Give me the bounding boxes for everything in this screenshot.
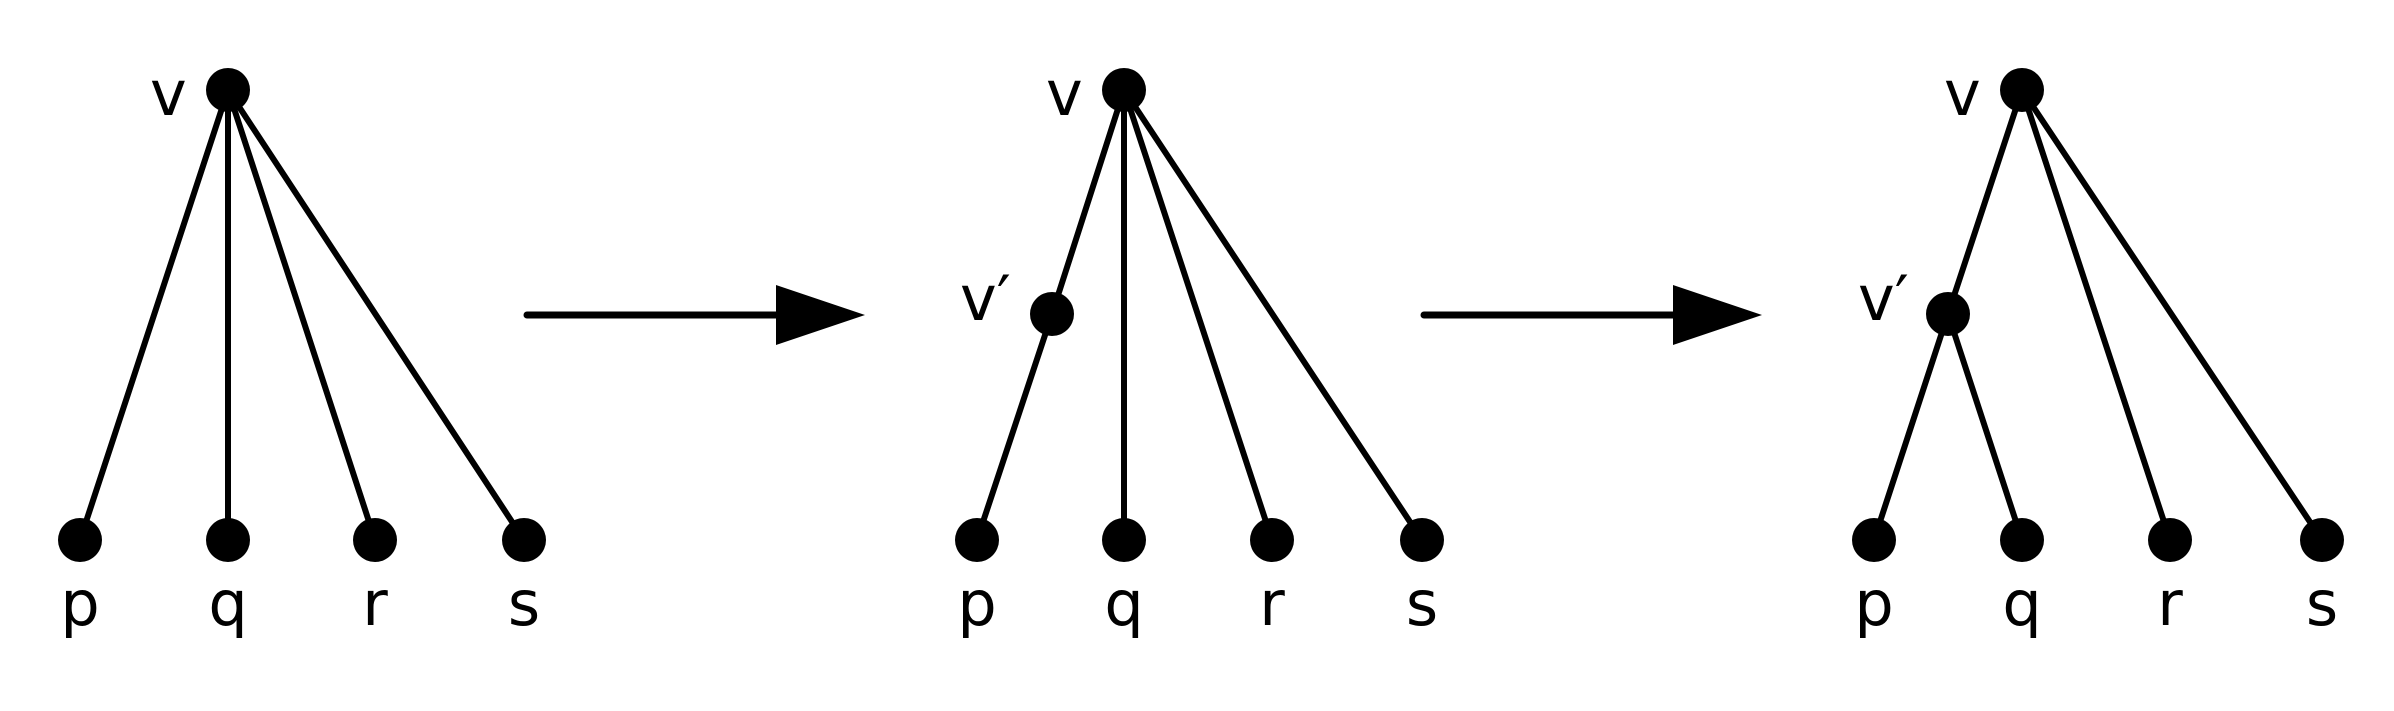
panel-1-original-tree: v p q r s <box>58 57 546 640</box>
node-v <box>2000 68 2044 112</box>
edge-v-s <box>1121 87 1425 543</box>
node-r <box>1250 518 1294 562</box>
panel-1-edges <box>77 87 527 543</box>
edge-vprime-p <box>1871 311 1951 543</box>
edge-v-r <box>2019 87 2173 543</box>
edge-vprime-p <box>974 311 1055 543</box>
node-s <box>2300 518 2344 562</box>
node-vprime <box>1030 292 1074 336</box>
label-vprime: v′ <box>1858 262 1909 335</box>
node-q <box>1102 518 1146 562</box>
panel-2-labels: v v′ p q r s <box>957 57 1438 640</box>
label-r: r <box>2157 567 2183 640</box>
edge-v-vprime <box>1945 87 2025 317</box>
panel-3-edges <box>1871 87 2325 543</box>
label-vprime: v′ <box>960 262 1011 335</box>
node-v <box>1102 68 1146 112</box>
label-v: v <box>1046 57 1083 130</box>
label-p: p <box>957 567 996 640</box>
edge-v-r <box>1121 87 1275 543</box>
edge-v-p <box>77 87 231 543</box>
panel-3-labels: v v′ p q r s <box>1854 57 2338 640</box>
node-q <box>206 518 250 562</box>
panel-2-edges <box>974 87 1425 543</box>
panel-3-final-tree: v v′ p q r s <box>1852 57 2344 640</box>
edge-v-s <box>225 87 527 543</box>
node-s <box>1400 518 1444 562</box>
label-r: r <box>1259 567 1285 640</box>
panel-2-nodes <box>955 68 1444 562</box>
label-s: s <box>2306 567 2338 640</box>
edge-v-vprime <box>1049 87 1127 317</box>
node-q <box>2000 518 2044 562</box>
arrow-2-head <box>1673 285 1762 345</box>
node-vprime <box>1926 292 1970 336</box>
node-p <box>58 518 102 562</box>
label-p: p <box>1854 567 1893 640</box>
arrow-1-head <box>776 285 865 345</box>
label-v: v <box>150 57 187 130</box>
edge-v-r <box>225 87 378 543</box>
node-r <box>353 518 397 562</box>
node-p <box>1852 518 1896 562</box>
label-p: p <box>60 567 99 640</box>
label-q: q <box>2002 567 2041 640</box>
edge-vprime-q <box>1945 311 2025 543</box>
node-r <box>2148 518 2192 562</box>
label-q: q <box>208 567 247 640</box>
transform-arrow-1 <box>523 285 865 345</box>
panel-1-nodes <box>58 68 546 562</box>
node-p <box>955 518 999 562</box>
panel-2-intermediate-tree: v v′ p q r s <box>955 57 1444 640</box>
label-r: r <box>362 567 388 640</box>
node-s <box>502 518 546 562</box>
label-q: q <box>1104 567 1143 640</box>
label-v: v <box>1944 57 1981 130</box>
node-v <box>206 68 250 112</box>
panel-3-nodes <box>1852 68 2344 562</box>
edge-v-s <box>2019 87 2325 543</box>
transform-arrow-2 <box>1420 285 1762 345</box>
label-s: s <box>508 567 540 640</box>
label-s: s <box>1406 567 1438 640</box>
panel-1-labels: v p q r s <box>60 57 540 640</box>
